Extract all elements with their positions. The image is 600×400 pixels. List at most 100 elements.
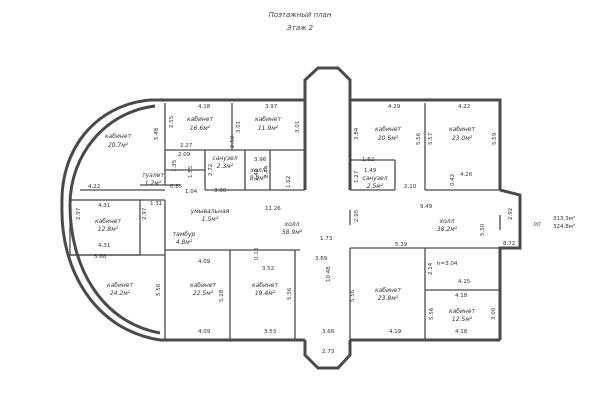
dimension: 3.66	[322, 329, 335, 335]
room-area: 22.5м²	[193, 290, 214, 297]
dimension: 3.97	[265, 104, 278, 110]
dimension: 2.42	[254, 169, 260, 181]
dimension: 2.97	[142, 207, 148, 220]
dimension: 5.59	[492, 132, 498, 145]
room-name: тамбур	[173, 231, 196, 238]
room-name: кабинет	[95, 218, 122, 225]
room-area: 8.9м²	[250, 175, 267, 182]
dimension: 3.53	[264, 329, 277, 335]
outer-walls	[60, 66, 522, 370]
dimension: 4.15	[458, 279, 471, 285]
dimension: 1.27	[354, 170, 360, 183]
dimension: 5.56	[350, 289, 356, 302]
dimension: 1.04	[185, 189, 198, 195]
dimension: 3.96	[254, 157, 267, 163]
dimension: 4.18	[455, 329, 468, 335]
dimension: 0.13	[254, 247, 260, 260]
dimension: 4.26	[460, 172, 473, 178]
area-total-1: 313.3м²	[553, 215, 575, 222]
dimension: 4.29	[388, 104, 401, 110]
dimension: 3.00	[491, 307, 497, 320]
interior-walls	[69, 103, 501, 340]
room-area: 38.2м²	[437, 226, 458, 233]
dimension: 2.27	[180, 143, 193, 149]
dimension: 3.69	[315, 256, 328, 262]
dimension: 4.09	[198, 259, 211, 265]
dimension: 5.56	[416, 132, 422, 145]
dimension: 5.48	[154, 127, 160, 140]
dimension: 2.73	[322, 349, 335, 355]
room-area: 58.9м²	[282, 229, 303, 236]
room-area: 2.3м²	[217, 163, 234, 170]
plan-title: Поэтажный план	[269, 11, 332, 19]
dimension-labels: 5.48 4.18 3.97 4.29 4.22 2.55 3.01 3.01 …	[76, 104, 515, 355]
dimension: 3.01	[236, 121, 242, 133]
room-name: холл	[284, 221, 300, 228]
room-name: кабинет	[375, 126, 402, 133]
dimension: 5.56	[429, 307, 435, 320]
dimension: 5.56	[156, 283, 162, 296]
dimension: 4.31	[98, 243, 110, 249]
dimension: 1.62	[286, 176, 292, 188]
dimension: 3.00	[214, 188, 227, 194]
dimension: 0.85	[170, 184, 183, 190]
room-area: 20.7м²	[108, 142, 129, 149]
dimension: 4.22	[88, 184, 100, 190]
room-area: 1.5м²	[202, 216, 219, 223]
room-area: 12.8м²	[98, 226, 119, 233]
dimension: 2.10	[404, 184, 417, 190]
dimension: 3.01	[295, 121, 301, 133]
dimension: 2.55	[169, 115, 175, 128]
room-area: 2.5м²	[367, 183, 384, 190]
room-labels: кабинет 20.7м² кабинет 16.6м² кабинет 11…	[95, 116, 476, 323]
room-name: кабинет	[190, 282, 217, 289]
dimension: 8.72	[503, 241, 515, 247]
dimension: 10.48	[326, 266, 332, 282]
dimension: 2.09	[178, 152, 191, 158]
dimension: 9.49	[420, 204, 433, 210]
dimension: 4.09	[198, 329, 211, 335]
dimension: 4.22	[458, 104, 470, 110]
dimension: 11.26	[265, 206, 281, 212]
dimension: 1.35	[172, 159, 178, 172]
room-name: холл	[439, 218, 455, 225]
dimension: 5.39	[395, 242, 408, 248]
room-area: 19.4м²	[255, 290, 276, 297]
room-area: 12.5м²	[452, 316, 473, 323]
dimension: 2.14	[428, 262, 434, 275]
room-name: кабинет	[105, 133, 132, 140]
dimension: 1.62	[362, 157, 374, 163]
room-area: 4.8м²	[176, 239, 193, 246]
dimension: 2.50	[230, 135, 236, 148]
room-area: 20.6м²	[378, 135, 399, 142]
room-name: санузел	[212, 155, 237, 162]
dimension: 2.44	[264, 165, 270, 178]
dimension: 1.31	[150, 201, 162, 207]
dimension: 4.19	[389, 329, 402, 335]
room-name: туалет	[142, 172, 164, 179]
room-area: 16.6м²	[190, 125, 211, 132]
room-name: кабинет	[449, 308, 476, 315]
room-name: холл	[250, 167, 266, 174]
dimension: 0.42	[450, 174, 456, 186]
dimension: 5.50	[480, 223, 486, 236]
room-name: санузел	[362, 175, 387, 182]
room-name: кабинет	[107, 282, 134, 289]
dimension: 1.55	[188, 165, 194, 178]
dimension: 2.95	[354, 209, 360, 222]
room-name: кабинет	[252, 282, 279, 289]
area-total-2: 324.8м²	[553, 223, 575, 230]
room-area: 1.2м²	[145, 180, 162, 187]
room-area: 23.9м²	[378, 295, 399, 302]
room-area: 11.9м²	[258, 125, 279, 132]
room-name: кабинет	[449, 126, 476, 133]
room-area: 23.0м²	[452, 135, 473, 142]
dimension: 4.18	[198, 104, 211, 110]
dimension: 1.49	[364, 168, 377, 174]
dimension: 3.84	[354, 127, 360, 140]
dimension: 5.28	[219, 289, 225, 302]
dimension: 1.73	[320, 236, 333, 242]
floor-label: Этаж 2	[286, 24, 314, 32]
dimension: h=3.04	[437, 261, 458, 267]
